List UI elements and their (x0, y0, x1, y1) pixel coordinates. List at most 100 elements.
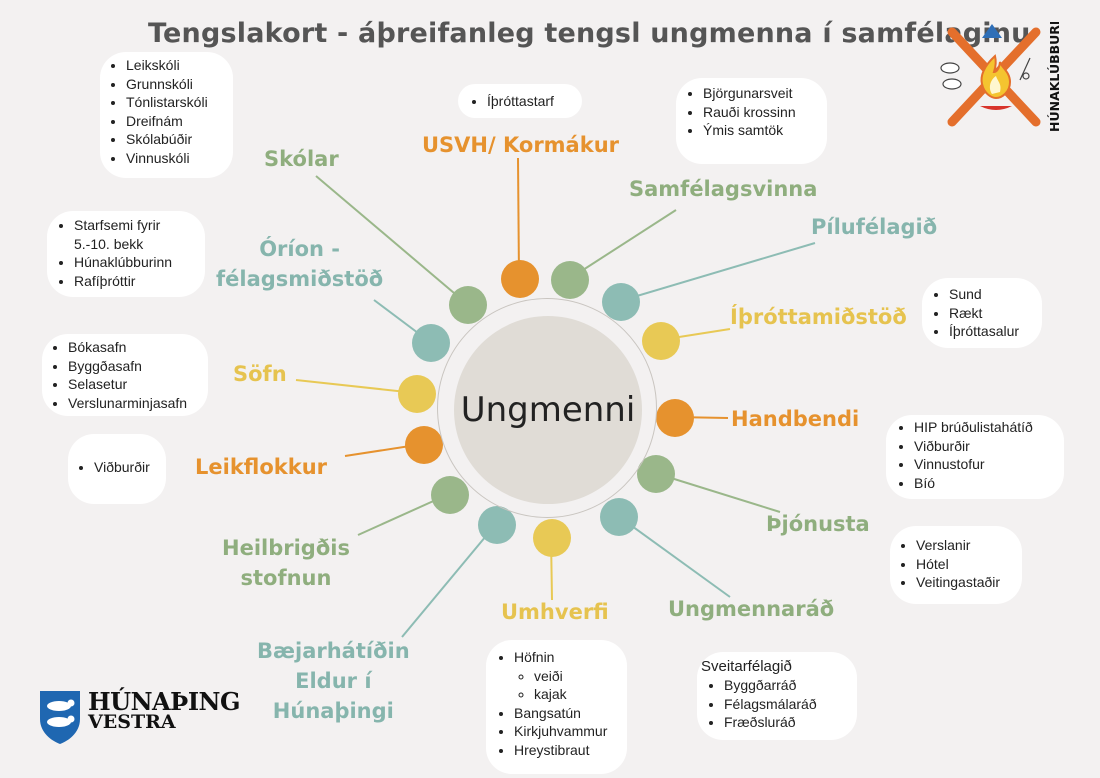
list-item: Selasetur (68, 375, 208, 394)
category-orion-line2: félagsmiðstöð (216, 267, 384, 291)
category-baejarhatidin: Bæjarhátíðin Eldur í Húnaþingi (257, 636, 410, 726)
list-item: Sund (949, 285, 1042, 304)
line-pilufelagid (619, 242, 816, 302)
list-item: Björgunarsveit (703, 84, 827, 103)
category-orion: Óríon - félagsmiðstöð (216, 234, 383, 294)
list-item: Bíó (914, 474, 1064, 493)
category-samfelagsvinna: Samfélagsvinna (629, 177, 818, 201)
box-ungmennarad: Sveitarfélagið Byggðarráð Félagsmálaráð … (697, 652, 857, 740)
node-thjonusta (637, 455, 675, 493)
list-item: Verslanir (916, 536, 1022, 555)
municipality-line2: VESTRA (88, 711, 176, 733)
node-usvh (501, 260, 539, 298)
list-subitem: veiði (534, 667, 627, 686)
page-title: Tengslakort - áþreifanleg tengsl ungmenn… (148, 18, 1031, 49)
list-item: Rafíþróttir (74, 272, 205, 291)
category-baejarhatidin-line2: Eldur í (295, 669, 372, 693)
category-ithrottamidstod: Íþróttamiðstöð (730, 305, 907, 329)
line-samfelagsvinna (568, 209, 677, 280)
list-item: Íþróttasalur (949, 322, 1042, 341)
box-thjonusta: Verslanir Hótel Veitingastaðir (890, 526, 1022, 604)
center-label: Ungmenni (460, 390, 636, 430)
node-orion (412, 324, 450, 362)
list-item: Bókasafn (68, 338, 208, 357)
list-item: Kirkjuhvammur (514, 722, 627, 741)
node-sofn (398, 375, 436, 413)
node-umhverfi (533, 519, 571, 557)
hunaklubburinn-wordmark: HÚNAKLÚBBURINN (1047, 22, 1062, 132)
list-item: Grunnskóli (126, 75, 233, 94)
polar-bear-shield-icon (40, 691, 80, 744)
category-usvh: USVH/ Kormákur (422, 133, 619, 157)
category-heilbrigdis-line2: stofnun (240, 566, 332, 590)
list-item: Hótel (916, 555, 1022, 574)
line-usvh (517, 157, 520, 279)
list-item: Byggðasafn (68, 357, 208, 376)
list-item: Ýmis samtök (703, 121, 827, 140)
center-ring (437, 298, 657, 518)
box-umhverfi: Höfnin veiði kajak Bangsatún Kirkjuhvamm… (486, 640, 627, 774)
node-skolar (449, 286, 487, 324)
box-skolar: Leikskóli Grunnskóli Tónlistarskóli Drei… (100, 52, 233, 178)
node-ithrottamidstod (642, 322, 680, 360)
list-item: 5.-10. bekk (74, 235, 144, 252)
campfire-emblem-icon (940, 24, 1041, 127)
category-umhverfi: Umhverfi (501, 600, 609, 624)
line-baejarhatidin (401, 523, 497, 638)
line-skolar (315, 175, 468, 305)
list-item: Veitingastaðir (916, 573, 1022, 592)
box-orion: Starfsemi fyrir 5.-10. bekk Húnaklúbburi… (47, 211, 205, 297)
line-ungmennarad (617, 515, 731, 598)
category-handbendi: Handbendi (731, 407, 860, 431)
list-item: HIP brúðulistahátíð (914, 418, 1064, 437)
list-item: Fræðsluráð (724, 713, 857, 732)
list-item: Dreifnám (126, 112, 233, 131)
category-baejarhatidin-line3: Húnaþingi (272, 699, 394, 723)
list-item: Hreystibraut (514, 741, 627, 760)
list-item: Viðburðir (94, 458, 166, 477)
list-item: Leikskóli (126, 56, 233, 75)
category-skolar: Skólar (264, 147, 339, 171)
hunaklubburinn-text: HÚNAKLÚBBURINN (1047, 22, 1062, 132)
list-item-group: veiði kajak (514, 667, 627, 704)
box-sofn: Bókasafn Byggðasafn Selasetur Verslunarm… (42, 334, 208, 416)
category-pilufelagid: Pílufélagið (811, 215, 938, 239)
node-ungmennarad (600, 498, 638, 536)
node-pilufelagid (602, 283, 640, 321)
list-item: Vinnustofur (914, 455, 1064, 474)
line-sofn (295, 379, 417, 394)
node-heilbrigdis (431, 476, 469, 514)
box-usvh: Íþróttastarf (458, 84, 582, 118)
node-leikflokkur (405, 426, 443, 464)
list-item: Byggðarráð (724, 676, 857, 695)
list-item: Starfsemi fyrir (74, 216, 205, 235)
municipality-line1: HÚNAÞING (88, 687, 241, 716)
category-baejarhatidin-line1: Bæjarhátíðin (257, 639, 410, 663)
list-item: Húnaklúbburinn (74, 253, 205, 272)
category-thjonusta: Þjónusta (766, 512, 870, 536)
category-heilbrigdis: Heilbrigðis stofnun (222, 533, 350, 593)
list-item: Rækt (949, 304, 1042, 323)
list-item: Félagsmálaráð (724, 695, 857, 714)
node-samfelagsvinna (551, 261, 589, 299)
box-ithrottamidstod: Sund Rækt Íþróttasalur (922, 278, 1042, 348)
node-handbendi (656, 399, 694, 437)
center-node: Ungmenni (454, 316, 642, 504)
list-item: Rauði krossinn (703, 103, 827, 122)
list-item: Bangsatún (514, 704, 627, 723)
list-item: Vinnuskóli (126, 149, 233, 168)
municipality-logo: HÚNAÞING VESTRA (38, 689, 241, 750)
node-baejarhatidin (478, 506, 516, 544)
category-leikflokkur: Leikflokkur (195, 455, 328, 479)
list-item: Tónlistarskóli (126, 93, 233, 112)
list-item: Skólabúðir (126, 130, 233, 149)
category-heilbrigdis-line1: Heilbrigðis (222, 536, 350, 560)
municipality-name: HÚNAÞING VESTRA (88, 687, 241, 733)
box-leikflokkur: Viðburðir (68, 434, 166, 504)
category-orion-line1: Óríon - (259, 237, 340, 261)
list-item: Viðburðir (914, 437, 1064, 456)
category-sofn: Söfn (233, 362, 287, 386)
box-samfelagsvinna: Björgunarsveit Rauði krossinn Ýmis samtö… (676, 78, 827, 164)
list-item: Íþróttastarf (487, 92, 582, 111)
list-item: Verslunarminjasafn (68, 394, 208, 413)
